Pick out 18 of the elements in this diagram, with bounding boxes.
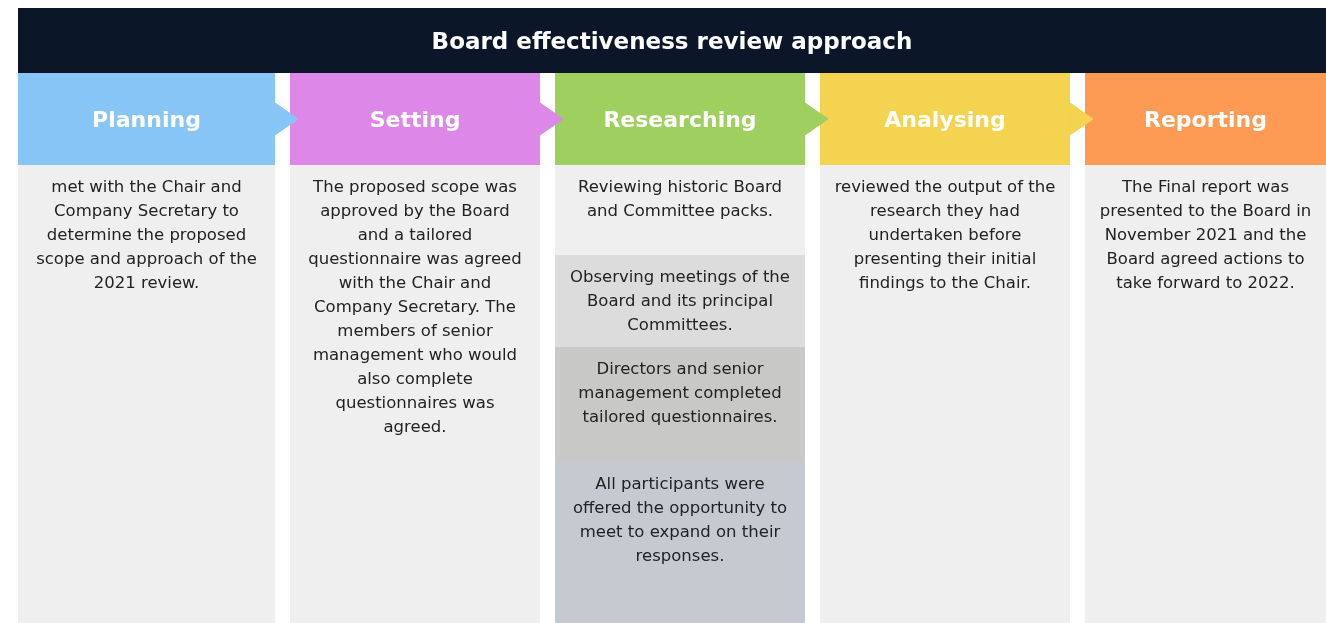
stage-description: All participants were offered the opportunity to meet to expand on their responses. <box>555 462 805 623</box>
stage-description: Observing meetings of the Board and its principal Committees. <box>555 255 805 347</box>
chevron-arrow <box>274 102 299 136</box>
stage-header: Researching <box>555 73 805 165</box>
stage-header: Reporting <box>1085 73 1326 165</box>
stage-header: Analysing <box>820 73 1070 165</box>
stage-header: Planning <box>18 73 275 165</box>
stage-description: The proposed scope was approved by the Board and a tailored questionnaire was agreed with the Chair and Company Secretary. The members of senior management who would also complete questionnaires was agreed. <box>290 165 540 623</box>
chevron-arrow <box>1069 102 1094 136</box>
chevron-arrow <box>539 102 564 136</box>
stage-description: met with the Chair and Company Secretary to determine the proposed scope and approach of the 2021 review. <box>18 165 275 623</box>
stage-description: Directors and senior management completed tailored questionnaires. <box>555 347 805 462</box>
stage-description: reviewed the output of the research they had undertaken before presenting their initial findings to the Chair. <box>820 165 1070 623</box>
stage-description: Reviewing historic Board and Committee packs. <box>555 165 805 255</box>
stage-description: The Final report was presented to the Board in November 2021 and the Board agreed actions to take forward to 2022. <box>1085 165 1326 623</box>
title-banner: Board effectiveness review approach <box>18 8 1326 73</box>
chevron-arrow <box>804 102 829 136</box>
stage-header: Setting <box>290 73 540 165</box>
